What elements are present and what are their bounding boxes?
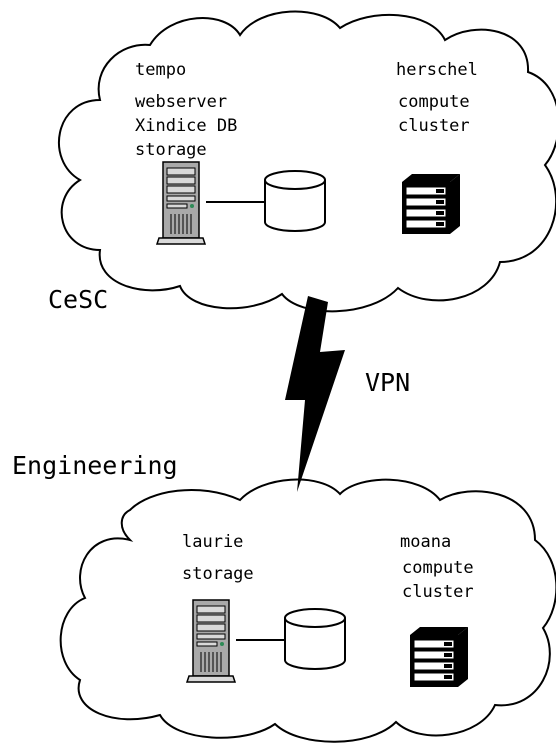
tempo-role-xindice: Xindice DB [135,116,237,136]
cluster-rack-icon [401,173,461,235]
herschel-host-name: herschel [396,60,478,80]
database-cylinder-icon [284,608,346,670]
laurie-role-storage: storage [182,564,254,584]
moana-role-cluster: cluster [402,582,474,602]
cluster-rack-icon [409,626,469,688]
vpn-label: VPN [365,368,410,397]
tempo-host-name: tempo [135,60,186,80]
database-cylinder-icon [264,170,326,232]
moana-host-name: moana [400,532,451,552]
tempo-role-storage: storage [135,140,207,160]
server-tower-icon [156,161,206,245]
laurie-host-name: laurie [182,532,243,552]
cesc-site-label: CeSC [48,285,108,314]
engineering-site-label: Engineering [12,451,178,480]
moana-role-compute: compute [402,558,474,578]
herschel-role-cluster: cluster [398,116,470,136]
cesc-cloud [58,10,556,313]
tempo-role-webserver: webserver [135,92,227,112]
server-tower-icon [186,599,236,683]
lightning-bolt-icon [285,296,345,492]
herschel-role-compute: compute [398,92,470,112]
